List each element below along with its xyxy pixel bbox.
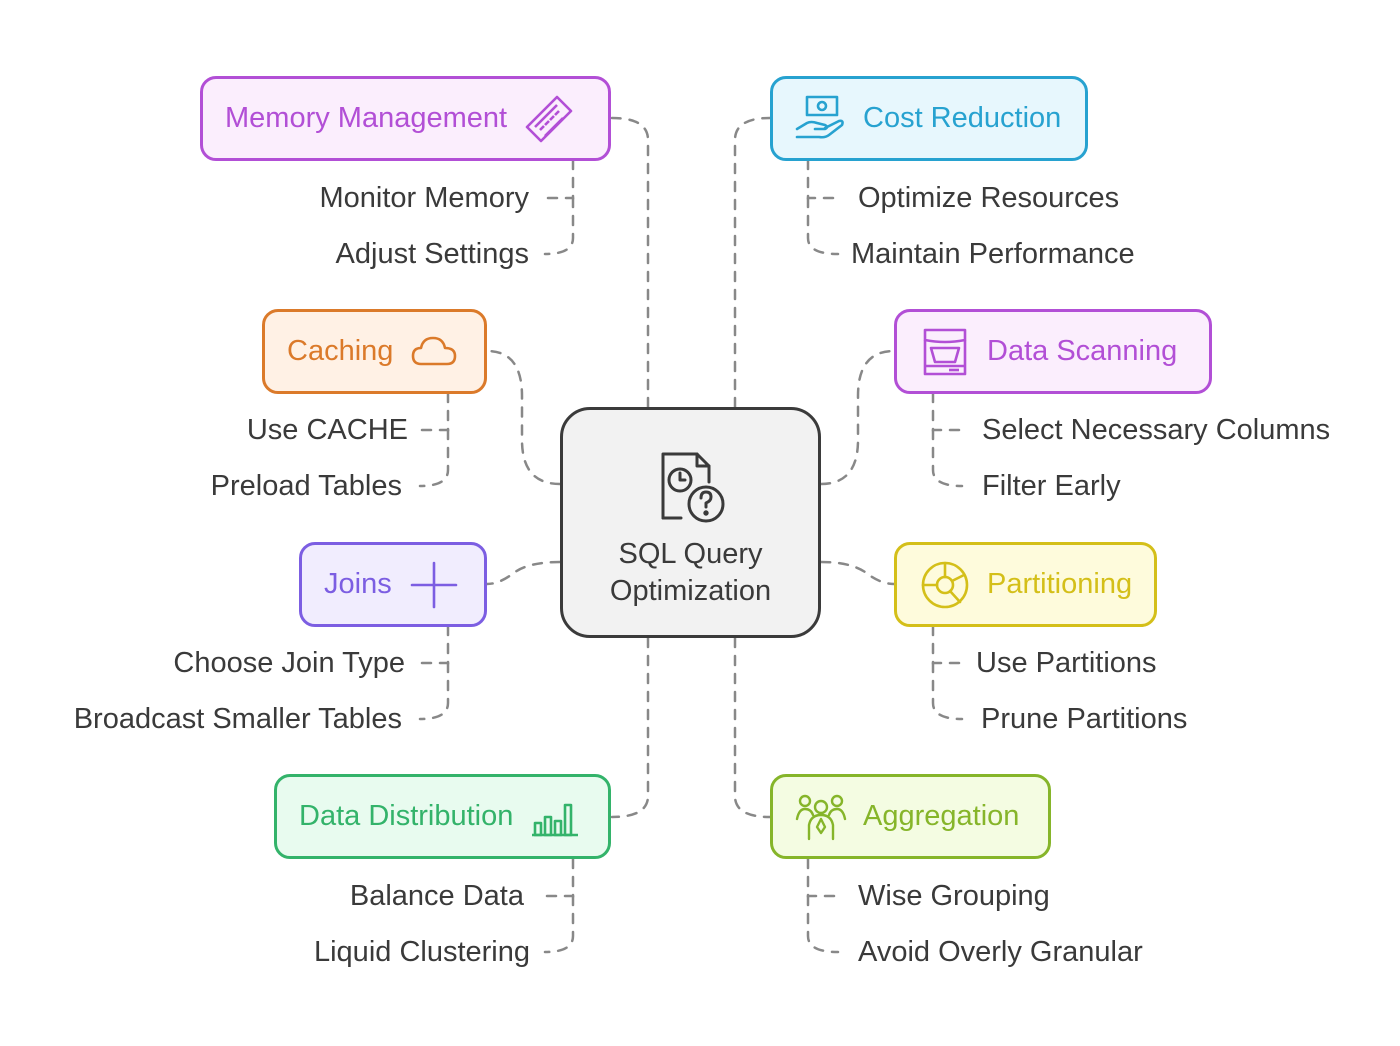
sub-item-adjust-settings: Adjust Settings (335, 238, 529, 270)
central-topic-title: SQL Query Optimization (610, 536, 771, 610)
sub-item-preload-tables: Preload Tables (210, 470, 402, 502)
sub-item-maintain-performance: Maintain Performance (851, 238, 1135, 270)
connector-partitioning (819, 560, 896, 586)
connector-caching (485, 349, 562, 486)
sub-item-avoid-overly-granular: Avoid Overly Granular (858, 936, 1143, 968)
connector-liquid-clustering (543, 894, 575, 954)
group-people-icon (795, 791, 847, 843)
memory-management-label: Memory Management (225, 102, 508, 134)
joins-node: Joins (299, 542, 487, 627)
connector-joins (485, 560, 562, 586)
connector-select-necessary-columns (931, 391, 964, 432)
connector-memory-management (610, 116, 650, 409)
sub-item-broadcast-smaller-tables: Broadcast Smaller Tables (73, 703, 402, 735)
sub-item-balance-data: Balance Data (349, 880, 524, 912)
partitioning-node: Partitioning (894, 542, 1157, 627)
connector-avoid-overly-granular (806, 894, 840, 954)
connector-preload-tables (418, 428, 450, 488)
cost-reduction-node: Cost Reduction (770, 76, 1088, 161)
data-distribution-label: Data Distribution (299, 800, 514, 832)
caching-node: Caching (262, 309, 487, 394)
partition-disk-icon (919, 559, 971, 611)
sub-item-choose-join-type: Choose Join Type (173, 647, 405, 679)
sub-item-filter-early: Filter Early (982, 470, 1121, 502)
connector-choose-join-type (420, 624, 450, 665)
bar-chart-icon (529, 791, 581, 843)
sub-item-liquid-clustering: Liquid Clustering (313, 936, 530, 968)
connector-adjust-settings (543, 196, 575, 256)
sub-item-use-partitions: Use Partitions (976, 647, 1157, 679)
data-distribution-node: Data Distribution (274, 774, 611, 859)
connector-data-scanning (819, 349, 896, 486)
ram-chip-icon (523, 93, 575, 145)
sub-item-optimize-resources: Optimize Resources (858, 182, 1120, 214)
connector-use-cache (420, 391, 450, 432)
connector-prune-partitions (931, 661, 964, 721)
connector-maintain-performance (806, 196, 840, 256)
aggregation-node: Aggregation (770, 774, 1051, 859)
sub-item-select-necessary-columns: Select Necessary Columns (982, 414, 1331, 446)
data-scanning-node: Data Scanning (894, 309, 1212, 394)
sub-item-prune-partitions: Prune Partitions (981, 703, 1188, 735)
connector-monitor-memory (543, 158, 575, 200)
connector-broadcast-smaller-tables (418, 661, 450, 721)
memory-management-node: Memory Management (200, 76, 611, 161)
central-topic-line2: Optimization (609, 575, 772, 607)
joins-label: Joins (324, 568, 392, 600)
caching-label: Caching (287, 335, 394, 367)
connector-optimize-resources (806, 158, 840, 200)
plus-icon (408, 559, 460, 611)
connector-balance-data (543, 857, 575, 898)
document-clock-question-icon (651, 446, 731, 526)
connector-aggregation (733, 636, 772, 819)
central-topic-node: SQL Query Optimization (560, 407, 821, 638)
scanner-icon (919, 326, 971, 378)
sub-item-use-cache: Use CACHE (246, 414, 408, 446)
cloud-icon (409, 326, 461, 378)
sub-item-monitor-memory: Monitor Memory (319, 182, 530, 214)
cost-reduction-label: Cost Reduction (863, 102, 1062, 134)
connector-use-partitions (931, 624, 962, 665)
central-topic-line1: SQL Query (618, 538, 763, 570)
connector-wise-grouping (806, 857, 840, 898)
hand-money-icon (795, 93, 847, 145)
connector-data-distribution (610, 636, 650, 819)
data-scanning-label: Data Scanning (987, 335, 1178, 367)
partitioning-label: Partitioning (987, 568, 1133, 600)
sub-item-wise-grouping: Wise Grouping (858, 880, 1050, 912)
connector-filter-early (931, 428, 964, 488)
aggregation-label: Aggregation (863, 800, 1020, 832)
connector-cost-reduction (733, 116, 772, 409)
